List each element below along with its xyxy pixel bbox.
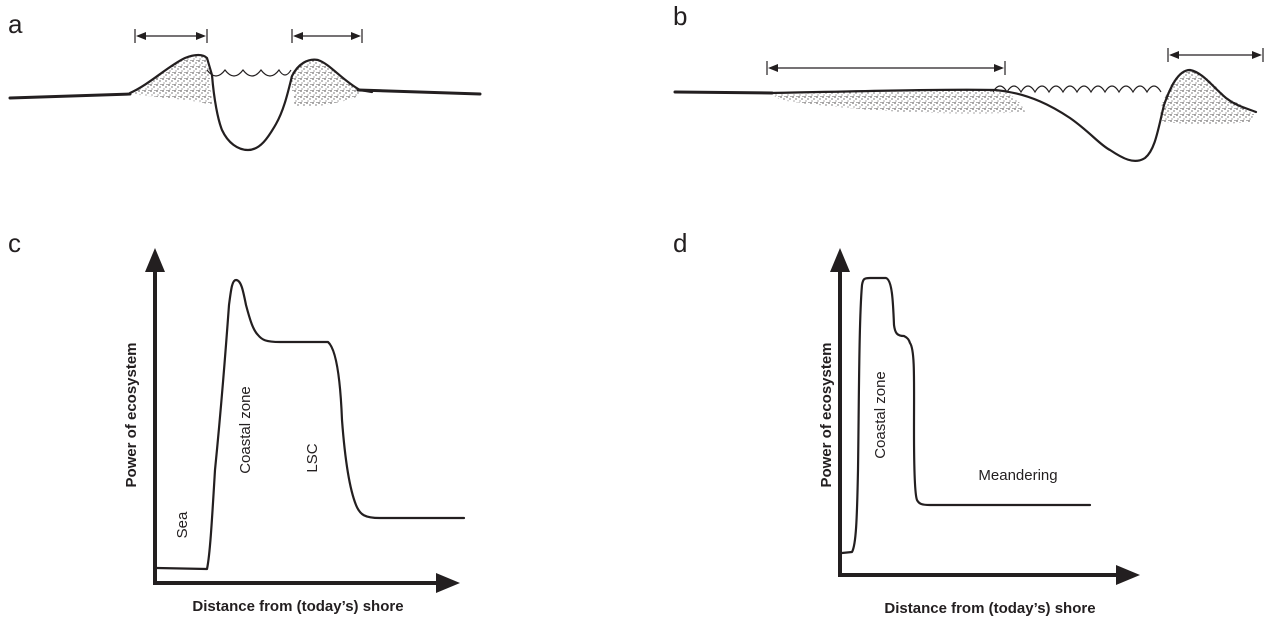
panel-c-letter: c <box>8 228 21 258</box>
panel-d: d Power of ecosystem Distance from (toda… <box>673 228 1140 617</box>
panel-d-x-axis <box>838 565 1140 585</box>
panel-d-y-axis <box>830 248 850 577</box>
panel-d-y-axis-arrowhead <box>830 248 850 272</box>
panel-c-x-axis <box>153 573 460 593</box>
panel-c-y-axis-arrowhead <box>145 248 165 272</box>
panel-b-left-ground <box>673 90 774 95</box>
panel-a-left-levee-sand <box>130 55 212 105</box>
panel-d-x-axis-title: Distance from (today’s) shore <box>884 600 1095 617</box>
panel-a-water-surface <box>206 68 292 77</box>
panel-c: c Power of ecosystem Distance from (toda… <box>8 228 466 615</box>
panel-c-x-axis-title: Distance from (today’s) shore <box>192 598 403 615</box>
panel-b-floodplain-sand <box>770 89 1025 114</box>
panel-d-coastal-zone-label: Coastal zone <box>872 371 889 459</box>
panel-b-channel-profile <box>770 68 1258 162</box>
panel-d-letter: d <box>673 228 687 258</box>
panel-b-floodplain-width-arrow <box>766 61 1006 75</box>
panel-d-ecosystem-curve <box>840 276 1092 555</box>
panel-b-water-surface <box>992 85 1162 94</box>
panel-c-ecosystem-curve <box>155 278 466 571</box>
panel-a-right-floodplain <box>356 88 482 96</box>
panel-a-right-levee-sand <box>290 59 360 107</box>
panel-a-left-floodplain <box>8 92 132 100</box>
panel-b-levee-width-arrow <box>1167 48 1264 62</box>
panel-b-letter: b <box>673 1 687 31</box>
panel-c-y-axis <box>145 248 165 585</box>
panel-a-left-width-arrow <box>134 29 208 43</box>
panel-c-sea-label: Sea <box>174 511 191 538</box>
panel-a-right-width-arrow <box>291 29 363 43</box>
panel-a-letter: a <box>8 9 23 39</box>
panel-d-meandering-label: Meandering <box>978 467 1057 484</box>
panel-d-x-axis-arrowhead <box>1116 565 1140 585</box>
panel-b-levee-sand <box>1160 70 1255 124</box>
panel-b: b <box>673 1 1264 162</box>
panel-c-lsc-label: LSC <box>304 443 321 472</box>
panel-c-coastal-zone-label: Coastal zone <box>237 386 254 474</box>
panel-d-y-axis-title: Power of ecosystem <box>818 342 835 487</box>
panel-a-channel-profile <box>128 53 374 152</box>
panel-c-x-axis-arrowhead <box>436 573 460 593</box>
panel-a: a <box>8 9 482 152</box>
panel-c-y-axis-title: Power of ecosystem <box>123 342 140 487</box>
